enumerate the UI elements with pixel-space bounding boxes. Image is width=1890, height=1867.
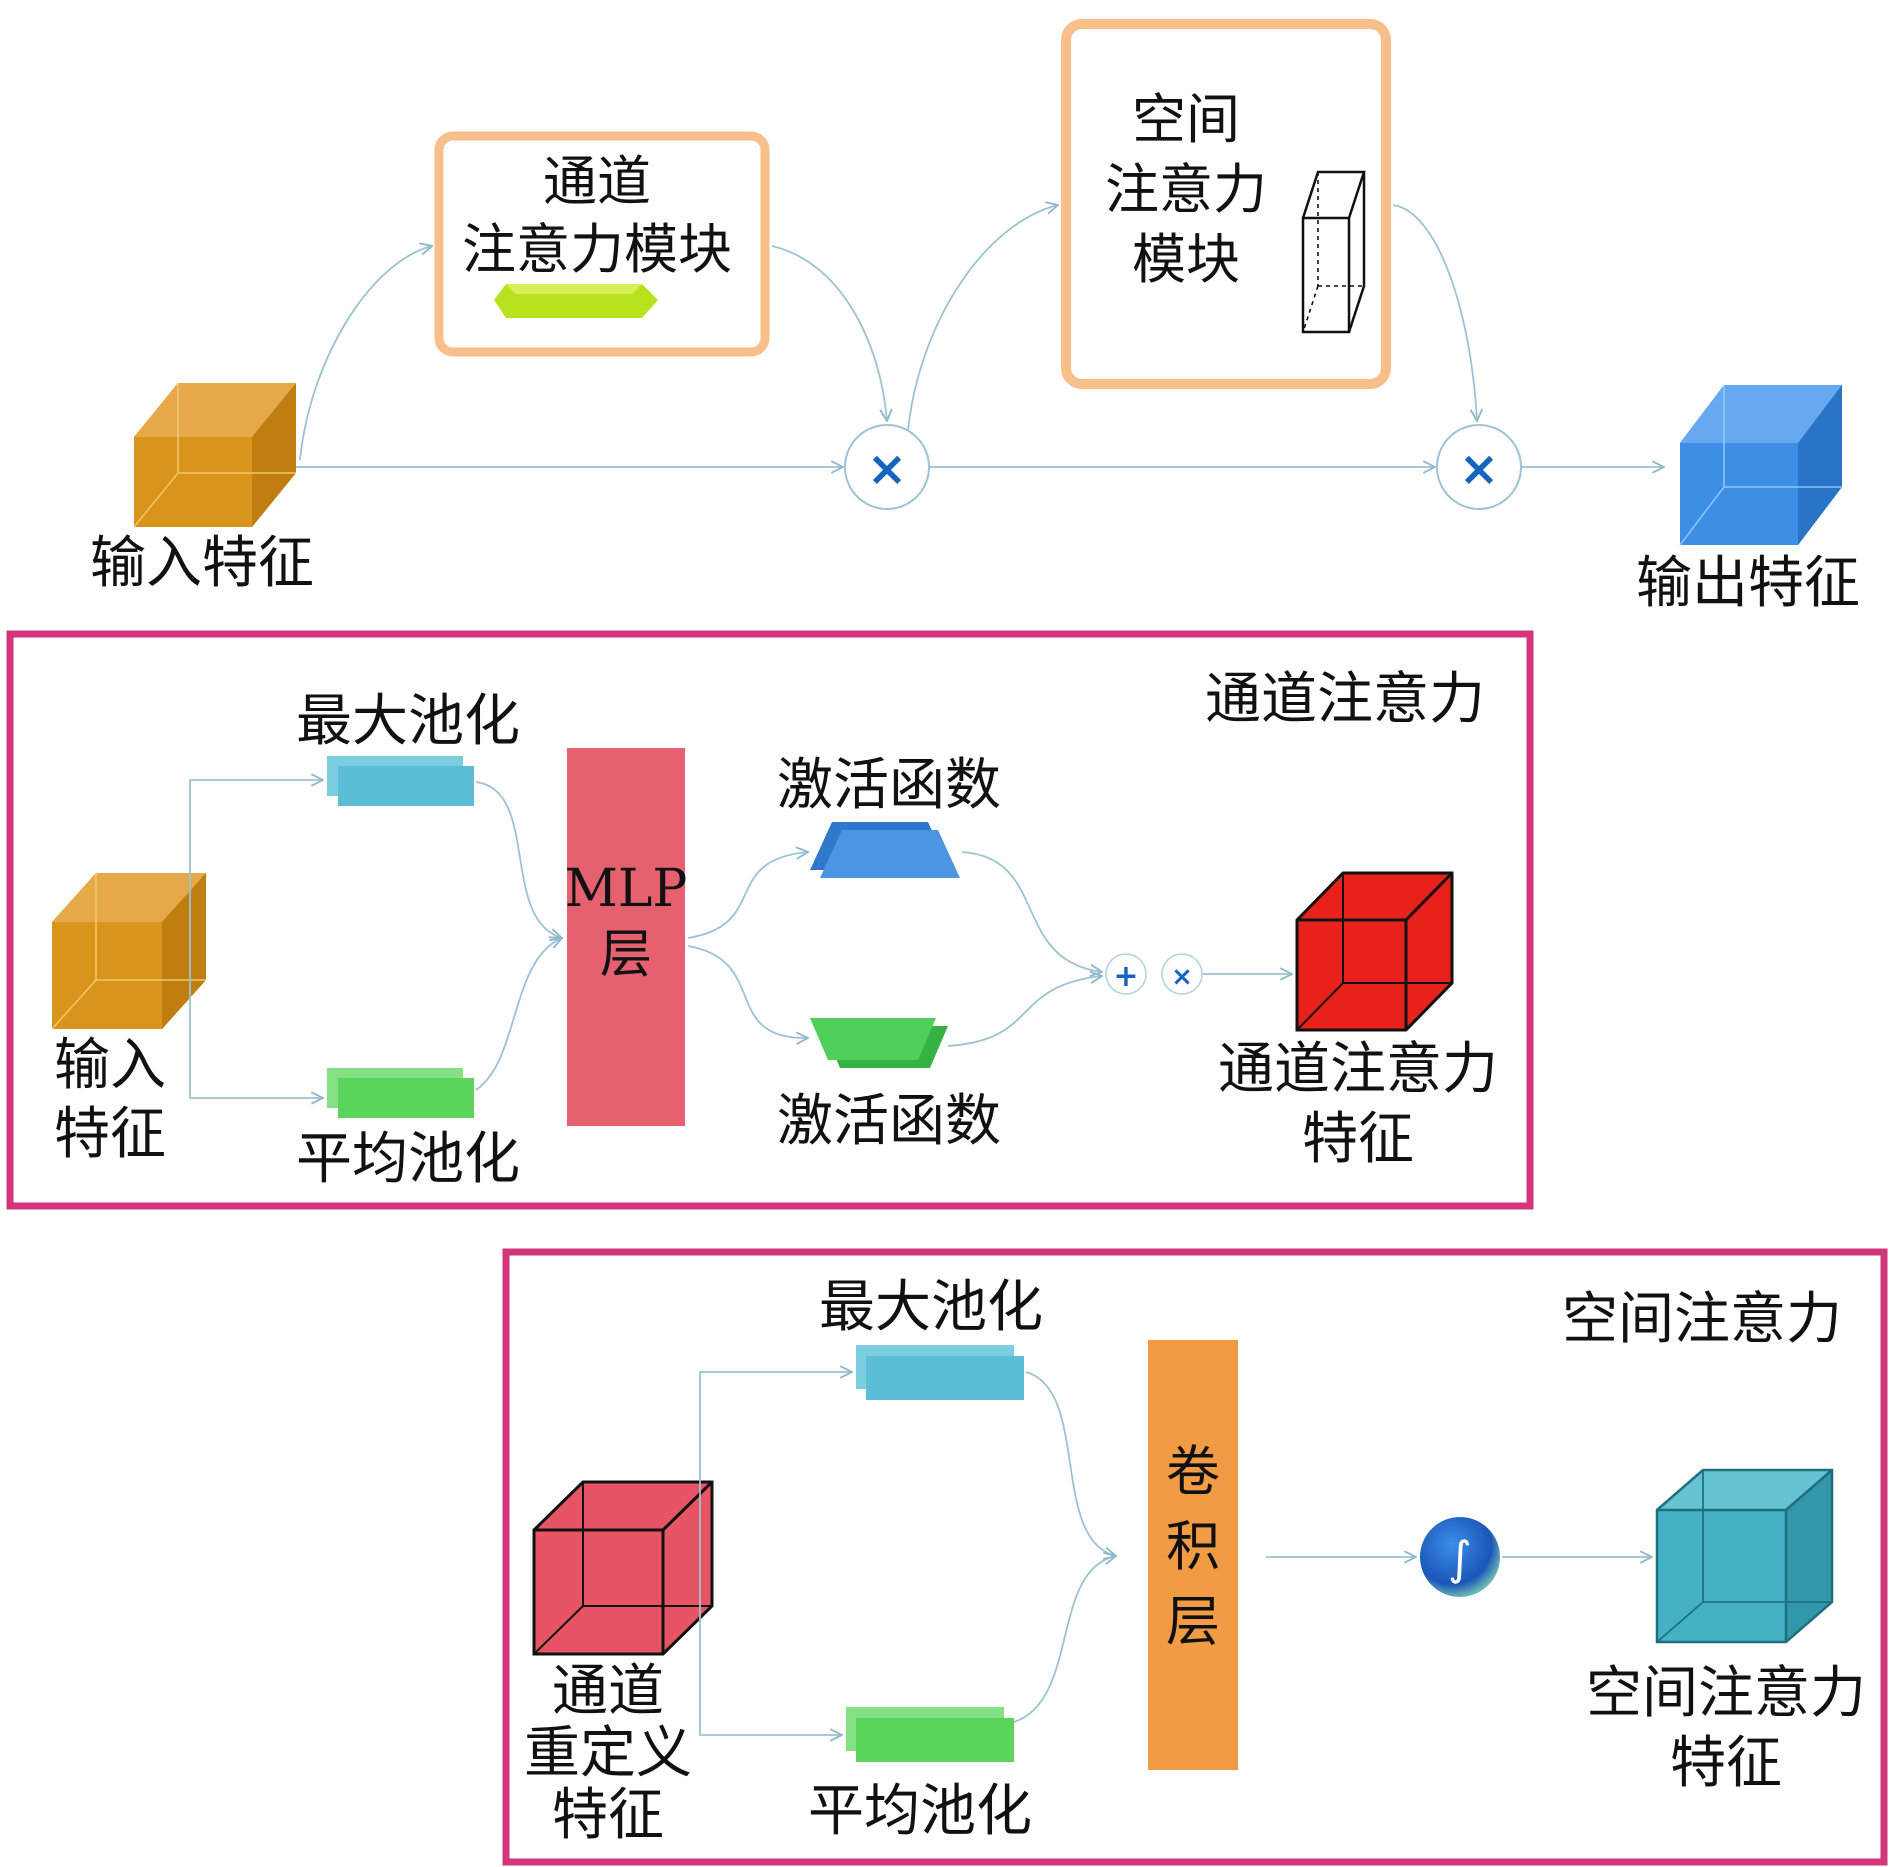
refined-to-avgpool <box>699 1560 842 1735</box>
channel-attention-vector-shape <box>494 284 658 318</box>
input-to-channel-module <box>299 246 432 461</box>
svg-text:×: × <box>1171 962 1193 992</box>
spatial-connectors <box>699 1371 1652 1735</box>
spatial-attention-feature-cube <box>1655 1468 1834 1644</box>
spatial-maxpool-shape <box>856 1345 1024 1400</box>
svg-text:∫: ∫ <box>1448 1531 1472 1585</box>
channel-input-label-line1: 输入 <box>54 1033 166 1098</box>
avgpool-to-mlp <box>475 938 562 1091</box>
conv-label-line3: 层 <box>1166 1590 1220 1653</box>
svg-text:×: × <box>867 441 907 497</box>
sigmoid-node: ∫ <box>1420 1517 1500 1597</box>
avgpool-to-conv <box>1013 1556 1116 1723</box>
spatial-input-label-line2: 重定义 <box>524 1721 692 1786</box>
spatial-input-label-line3: 特征 <box>552 1783 664 1848</box>
multiply-1-to-spatial-module <box>907 205 1058 432</box>
channel-connectors <box>189 780 1292 1098</box>
channel-maxpool-label: 最大池化 <box>296 689 520 754</box>
activation-top-to-add <box>961 851 1102 972</box>
input-feature-cube <box>133 383 296 528</box>
spatial-attention-panel: 空间注意力 通道 重定义 特征 最大池化 平均池化 <box>502 1248 1888 1866</box>
input-feature-label: 输入特征 <box>90 531 314 596</box>
channel-panel-title: 通道注意力 <box>1205 667 1485 732</box>
svg-text:×: × <box>1459 441 1499 497</box>
channel-module-label-line2: 注意力模块 <box>462 218 732 281</box>
conv-label-line1: 卷 <box>1166 1440 1220 1503</box>
channel-avgpool-label: 平均池化 <box>296 1127 520 1192</box>
spatial-output-label-line2: 特征 <box>1670 1731 1782 1796</box>
conv-layer <box>1148 1340 1238 1770</box>
spatial-avgpool-shape <box>846 1707 1014 1762</box>
mlp-to-activation-bottom <box>687 945 808 1038</box>
channel-add-node: + <box>1105 953 1147 995</box>
channel-multiply-node: × <box>1161 953 1203 995</box>
channel-attention-module-box <box>434 131 770 357</box>
mlp-to-activation-top <box>687 852 808 939</box>
conv-label-line2: 积 <box>1166 1515 1220 1578</box>
activation-top-shape <box>810 822 960 878</box>
spatial-module-label-line3: 模块 <box>1132 228 1240 291</box>
spatial-panel-title: 空间注意力 <box>1562 1287 1842 1352</box>
spatial-input-label-line1: 通道 <box>552 1659 664 1724</box>
channel-output-label-line1: 通道注意力 <box>1218 1037 1498 1102</box>
activation-bottom-shape <box>810 1018 948 1068</box>
spatial-maxpool-label: 最大池化 <box>819 1275 1043 1340</box>
mlp-layer <box>567 748 685 1126</box>
channel-panel-border <box>6 630 1534 1210</box>
activation-top-label: 激活函数 <box>777 753 1001 818</box>
channel-input-label-line2: 特征 <box>54 1102 166 1167</box>
multiply-node-2: × <box>1436 424 1522 510</box>
output-feature-label: 输出特征 <box>1636 551 1860 616</box>
channel-maxpool-shape <box>327 756 474 806</box>
spatial-attention-module-box <box>1061 19 1391 389</box>
activation-bottom-to-add <box>947 976 1102 1047</box>
multiply-node-1: × <box>844 424 930 510</box>
spatial-module-label-line1: 空间 <box>1132 88 1240 151</box>
maxpool-to-mlp <box>475 781 562 938</box>
channel-input-cube <box>51 873 206 1030</box>
input-to-avgpool <box>189 976 323 1098</box>
activation-bottom-label: 激活函数 <box>777 1089 1001 1154</box>
channel-attention-feature-cube <box>1295 871 1454 1032</box>
channel-refined-feature-cube <box>532 1480 714 1656</box>
svg-text:+: + <box>1113 959 1138 994</box>
output-feature-cube <box>1679 385 1842 546</box>
spatial-output-label-line1: 空间注意力 <box>1586 1661 1866 1726</box>
spatial-panel-border <box>502 1248 1888 1866</box>
input-to-maxpool <box>189 780 323 976</box>
spatial-avgpool-label: 平均池化 <box>808 1779 1032 1844</box>
channel-module-label-line1: 通道 <box>543 150 651 213</box>
channel-module-to-multiply-1 <box>771 245 887 421</box>
spatial-module-label-line2: 注意力 <box>1105 158 1267 221</box>
channel-attention-panel: 通道注意力 输入 特征 最大池化 平均池化 MLP 层 <box>6 630 1534 1210</box>
maxpool-to-conv <box>1025 1371 1116 1556</box>
overview-section: 通道 注意力模块 空间 注意力 模块 <box>90 19 1860 616</box>
overview-connectors <box>296 205 1664 467</box>
mlp-label-line2: 层 <box>600 925 652 985</box>
spatial-module-to-multiply-2 <box>1392 204 1477 421</box>
channel-avgpool-shape <box>327 1068 474 1118</box>
channel-output-label-line2: 特征 <box>1302 1107 1414 1172</box>
mlp-label-line1: MLP <box>565 859 688 919</box>
refined-to-maxpool <box>699 1372 852 1560</box>
spatial-attention-map-shape <box>1301 170 1366 334</box>
